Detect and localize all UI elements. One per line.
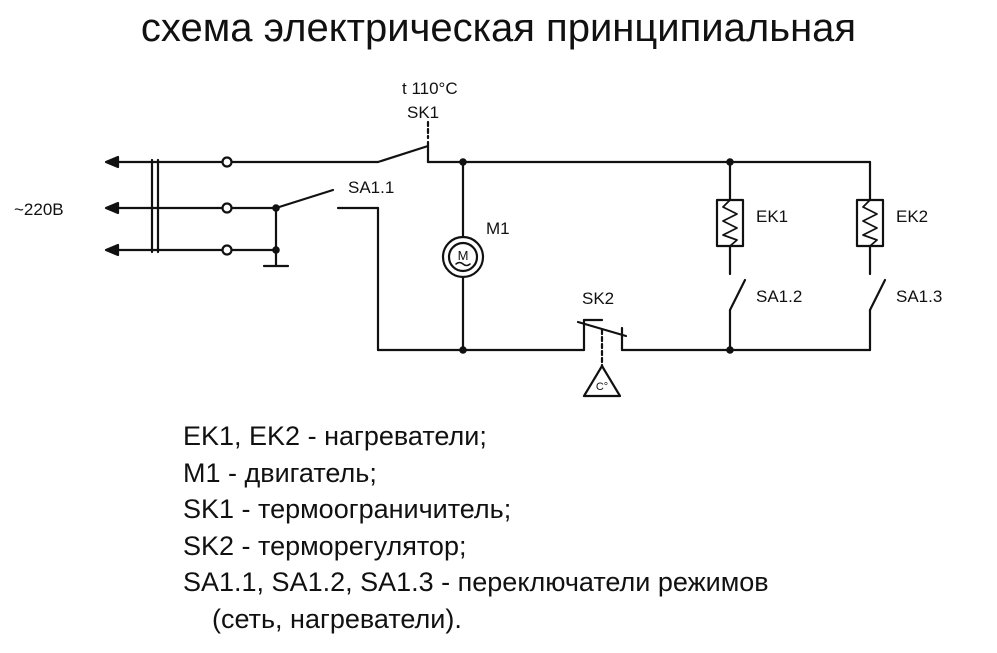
- diagram-title: схема электрическая принципиальная: [140, 6, 857, 50]
- legend-line: SA1.1, SA1.2, SA1.3 - переключатели режи…: [183, 567, 769, 597]
- heater-ek1: [715, 198, 745, 248]
- supply-label: ~220В: [14, 200, 64, 219]
- legend-line: EK1, EK2 - нагреватели;: [183, 421, 487, 451]
- sa11-switch: [274, 188, 380, 210]
- sk2-thermostat: [576, 318, 628, 398]
- motor-m1: [441, 235, 485, 279]
- sensor-label: C°: [596, 381, 608, 393]
- m1-label: M1: [486, 219, 510, 238]
- sa13-switch: [868, 278, 887, 312]
- sk1-label: SK1: [407, 103, 439, 122]
- legend: EK1, EK2 - нагреватели; M1 - двигатель; …: [183, 418, 769, 637]
- legend-line: SK2 - терморегулятор;: [183, 530, 467, 561]
- ek1-label: EK1: [756, 207, 788, 226]
- terminal-ground: [221, 244, 233, 256]
- sa12-label: SA1.2: [756, 287, 802, 306]
- sk2-label: SK2: [582, 289, 614, 308]
- sk1-temp-label: t 110°C: [402, 79, 458, 98]
- sa11-label: SA1.1: [348, 178, 394, 197]
- legend-line: M1 - двигатель;: [183, 457, 377, 488]
- ek2-label: EK2: [896, 207, 928, 226]
- temperature-sensor: [582, 364, 622, 398]
- motor-symbol: M: [458, 248, 469, 263]
- heater-ek2: [855, 198, 885, 248]
- connector-bar: [150, 158, 160, 254]
- legend-line: (сеть, нагреватели).: [212, 603, 462, 634]
- supply-arrows: [104, 155, 224, 257]
- sk1-switch: [376, 120, 430, 164]
- sa13-label: SA1.3: [896, 287, 942, 306]
- terminal-phase: [221, 156, 233, 168]
- terminal-neutral: [221, 202, 233, 214]
- legend-line: SK1 - термоограничитель;: [183, 494, 512, 524]
- sa12-switch: [728, 278, 747, 312]
- junction-dots: [272, 158, 734, 354]
